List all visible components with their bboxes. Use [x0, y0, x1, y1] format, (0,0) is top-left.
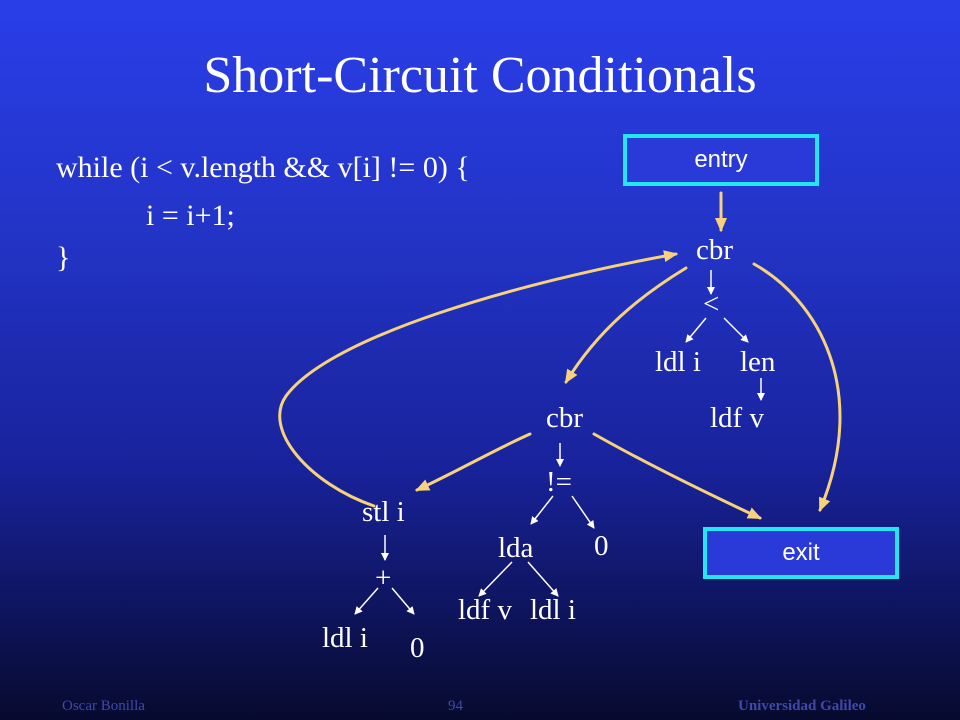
slide-title: Short-Circuit Conditionals	[203, 47, 757, 104]
footer-organization: Universidad Galileo	[738, 698, 866, 714]
edge-lda-to-ldf-v	[478, 561, 513, 597]
code-line-close: }	[56, 241, 71, 274]
entry-node-label: entry	[694, 146, 748, 173]
exit-node-box: exit	[703, 527, 899, 579]
ldl-i-node-3: ldl i	[322, 622, 368, 654]
edge-stl-back-to-cbr	[278, 250, 678, 508]
zero-node-1: 0	[594, 530, 609, 562]
edge-lt-to-len	[723, 317, 749, 343]
ldl-i-node-2: ldl i	[530, 594, 576, 626]
edge-neq-to-lda	[530, 495, 554, 525]
edge-lt-to-ldl-i	[685, 317, 707, 343]
edge-plus-to-zero	[391, 587, 415, 615]
exit-node-label: exit	[782, 539, 820, 566]
ldf-v-node-2: ldf v	[458, 594, 512, 626]
edge-cbr-to-cbr-mid	[564, 266, 688, 384]
zero-node-2: 0	[410, 632, 425, 664]
ldl-i-node-1: ldl i	[655, 346, 701, 378]
footer-author: Oscar Bonilla	[62, 698, 145, 714]
ldf-v-node-1: ldf v	[710, 402, 764, 434]
footer-page-number: 94	[448, 698, 463, 714]
edge-cbr-mid-to-stl	[415, 432, 532, 492]
code-line-assign: i = i+1;	[146, 199, 235, 232]
lda-node: lda	[498, 532, 534, 564]
edge-lda-to-ldl-i	[527, 561, 559, 597]
plus-node: +	[375, 562, 392, 594]
edge-neq-to-zero	[571, 495, 595, 529]
code-line-while: while (i < v.length && v[i] != 0) {	[56, 151, 470, 184]
entry-node-box: entry	[623, 134, 819, 186]
edge-plus-to-ldl-i	[354, 587, 379, 615]
not-equal-node: !=	[546, 466, 573, 498]
cbr-top-node: cbr	[696, 234, 734, 266]
stl-i-node: stl i	[362, 496, 405, 528]
edge-cbr-mid-to-exit	[592, 432, 762, 520]
cbr-mid-node: cbr	[546, 402, 584, 434]
len-node: len	[740, 346, 776, 378]
edge-cbr-to-exit	[752, 262, 842, 512]
less-than-node: <	[703, 288, 720, 320]
